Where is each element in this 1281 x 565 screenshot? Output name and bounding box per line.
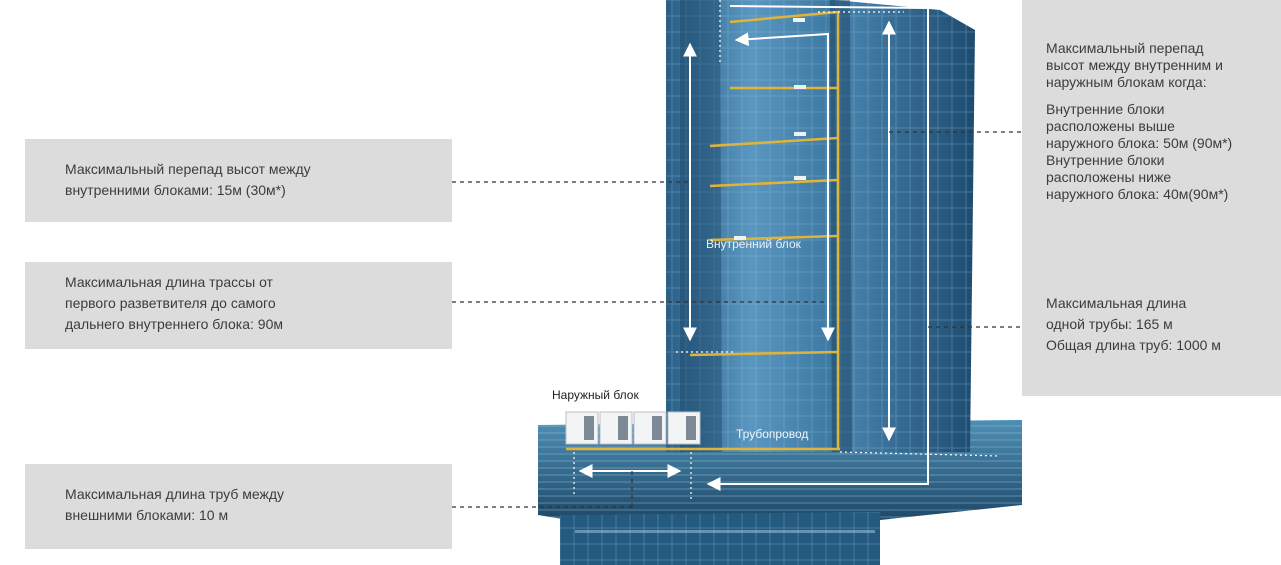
callout-text-line: Максимальный перепад	[1046, 40, 1204, 56]
callout-text-line: первого разветвителя до самого	[65, 295, 276, 311]
outdoor-pipe-callout: Максимальная длина труб между внешними б…	[25, 464, 452, 549]
outdoor-indoor-height-callout: Максимальный перепад высот между внутрен…	[1022, 0, 1281, 269]
callout-leaders	[452, 131, 1022, 508]
callout-text-line: наружного блока: 50м (90м*)	[1046, 135, 1233, 151]
callout-text-line: расположены выше	[1046, 118, 1175, 134]
spacer	[1046, 91, 1281, 101]
callout-text-line: Общая длина труб: 1000 м	[1046, 337, 1221, 353]
dimension-arrows	[578, 5, 929, 491]
callout-text-line: наружного блока: 40м(90м*)	[1046, 186, 1229, 202]
pipeline-label: Трубопровод	[736, 427, 809, 441]
dimension-guides	[573, 0, 1001, 500]
callout-text-line: расположены ниже	[1046, 169, 1172, 185]
callout-text-line: Внутренние блоки	[1046, 152, 1165, 168]
callout-text-line: Внутренние блоки	[1046, 101, 1165, 117]
callout-text-line: внутренними блоками: 15м (30м*)	[65, 182, 286, 198]
callout-text-line: внешними блоками: 10 м	[65, 507, 229, 523]
indoor-unit-label: Внутренний блок	[706, 237, 801, 251]
callout-text-line: одной трубы: 165 м	[1046, 316, 1173, 332]
callout-text-line: наружным блокам когда:	[1046, 74, 1207, 90]
outdoor-unit-label: Наружный блок	[552, 388, 639, 402]
branch-length-callout: Максимальная длина трассы от первого раз…	[25, 262, 452, 349]
callout-text-line: Максимальная длина труб между	[65, 486, 285, 502]
callout-text-line: дальнего внутреннего блока: 90м	[65, 316, 283, 332]
indoor-height-callout: Максимальный перепад высот между внутрен…	[25, 139, 452, 222]
callout-text-line: Максимальная длина	[1046, 295, 1187, 311]
pipe-length-callout: Максимальная длина одной трубы: 165 м Об…	[1022, 266, 1281, 396]
callout-text-line: Максимальный перепад высот между	[65, 161, 311, 177]
callout-text-line: высот между внутренним и	[1046, 57, 1223, 73]
outdoor-units	[565, 411, 701, 445]
callout-text-line: Максимальная длина трассы от	[65, 274, 273, 290]
